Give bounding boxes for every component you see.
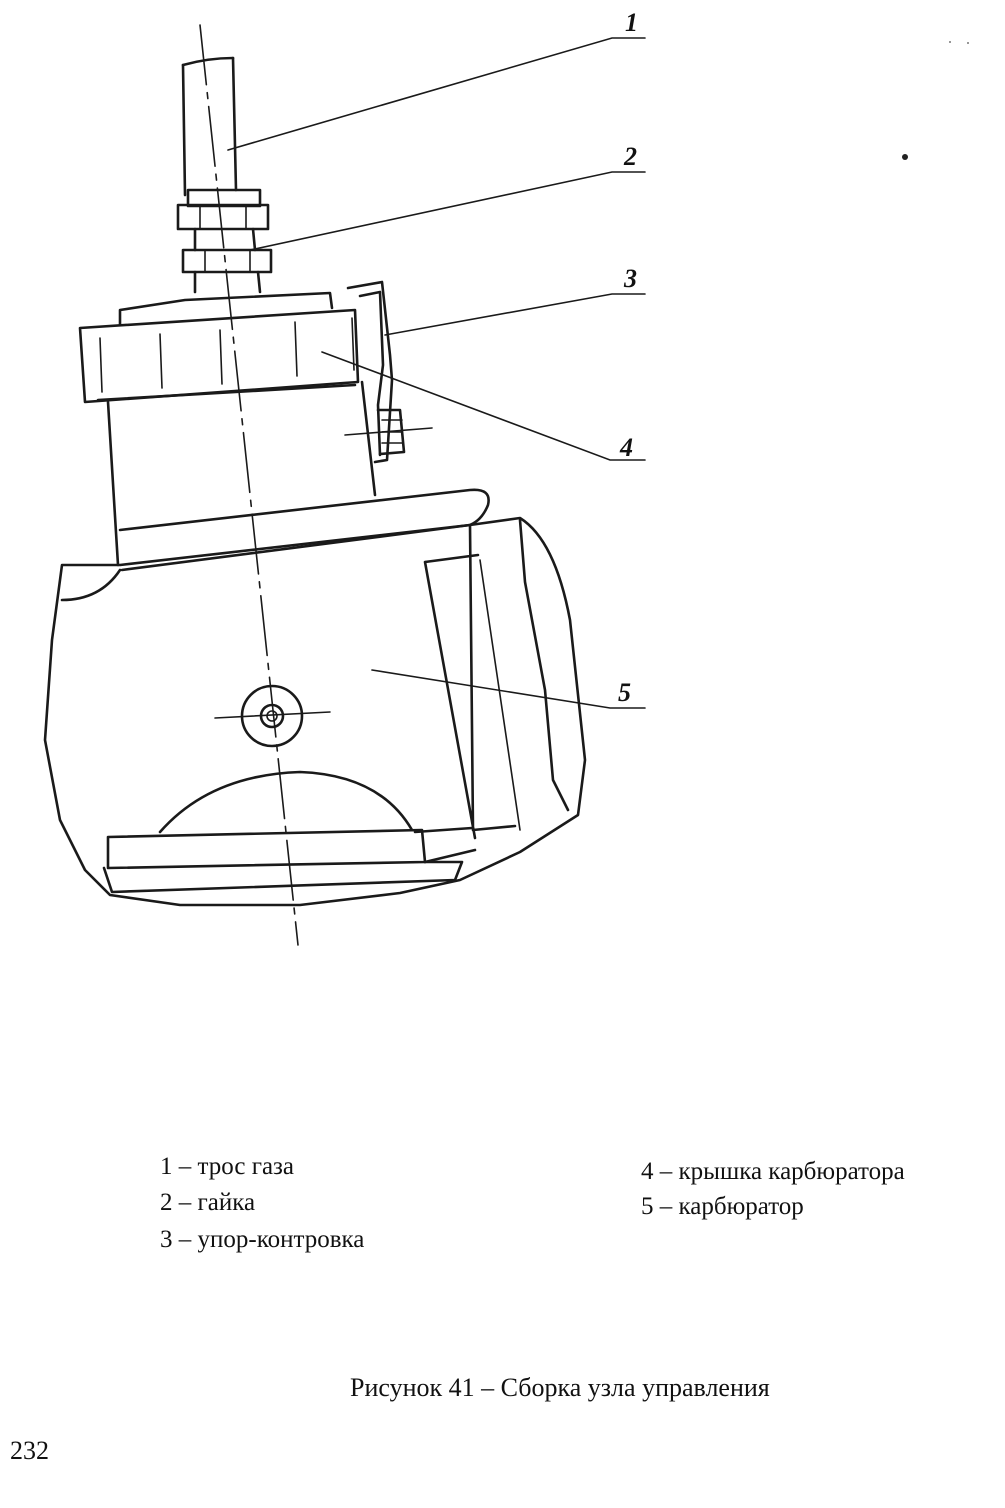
callout-3: 3 bbox=[624, 264, 637, 293]
speck-mark bbox=[967, 42, 969, 44]
center-axis-line bbox=[199, 24, 299, 946]
callout-2: 2 bbox=[624, 142, 637, 171]
carburetor-base-shape bbox=[102, 770, 477, 894]
callout-4: 4 bbox=[620, 433, 633, 462]
throttle-shaft-boss-shape bbox=[214, 684, 331, 748]
legend-item-3: 3 – упор-контровка bbox=[160, 1226, 365, 1253]
intake-flange-shape bbox=[118, 488, 490, 572]
page-number: 232 bbox=[10, 1436, 49, 1465]
speck-mark bbox=[902, 154, 908, 160]
carburetor-cover-shape bbox=[78, 308, 377, 567]
stop-lock-bracket-shape bbox=[344, 280, 433, 464]
leader-lines bbox=[227, 37, 646, 709]
callout-5: 5 bbox=[618, 678, 631, 707]
legend-item-1: 1 – трос газа bbox=[160, 1153, 295, 1180]
figure-caption: Рисунок 41 – Сборка узла управления bbox=[350, 1373, 770, 1402]
speck-mark bbox=[949, 41, 951, 43]
legend-item-4: 4 – крышка карбюратора bbox=[641, 1158, 905, 1185]
nut-shape bbox=[176, 188, 273, 294]
carburetor-body-shape bbox=[43, 516, 587, 907]
cover-top-plate-shape bbox=[118, 291, 334, 327]
legend-item-5: 5 – карбюратор bbox=[641, 1193, 804, 1220]
legend-item-2: 2 – гайка bbox=[160, 1189, 256, 1216]
callout-1: 1 bbox=[625, 8, 638, 37]
throttle-cable-shape bbox=[181, 56, 238, 197]
